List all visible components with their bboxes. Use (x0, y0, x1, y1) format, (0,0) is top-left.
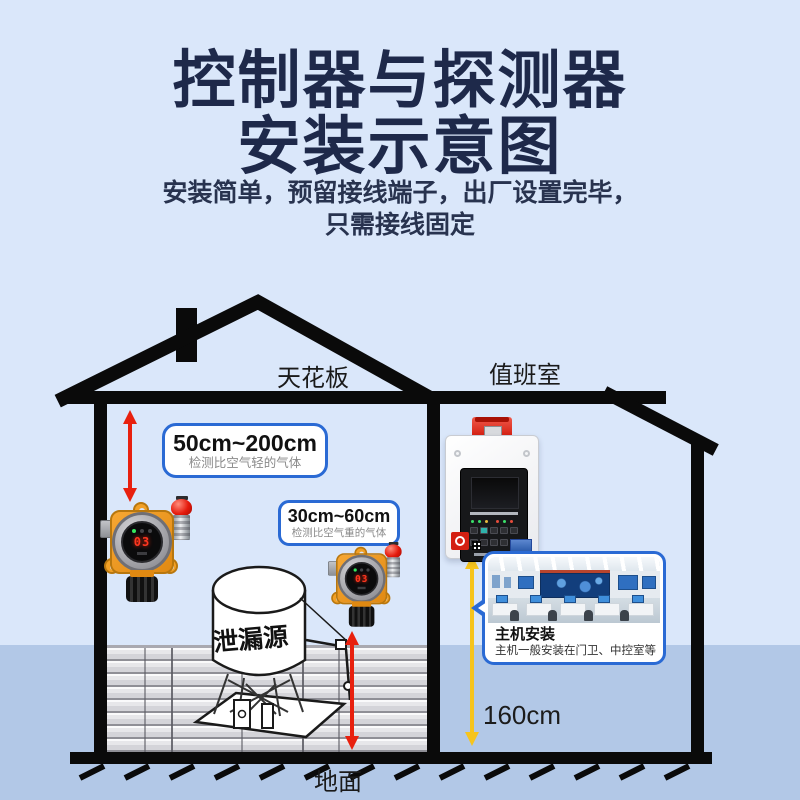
controller-enclosure (445, 435, 539, 562)
control-room-photo (488, 557, 660, 623)
photo-chair (584, 610, 593, 621)
button-row (470, 527, 520, 535)
ground-label: 地面 (314, 769, 362, 796)
host-install-desc: 主机一般安装在门卫、中控室等 (495, 645, 656, 657)
photo-chair (548, 610, 557, 621)
indicator-leds (471, 520, 519, 524)
hanger-ear (454, 450, 461, 457)
light-gas-desc: 检测比空气轻的气体 (188, 456, 302, 470)
page-title-line1: 控制器与探测器 (172, 46, 628, 116)
detector-display: 03 (344, 562, 379, 596)
left-wall (94, 398, 107, 752)
ceiling-label: 天花板 (277, 365, 349, 392)
status-led-icon (353, 568, 370, 572)
page-subtitle-line1: 安装简单，预留接线端子，出厂设置完毕， (162, 179, 638, 207)
page-subtitle-line2: 只需接线固定 (324, 211, 475, 239)
detector-reading: 03 (133, 535, 151, 549)
arrow-ceiling-distance (123, 410, 137, 502)
right-wall (691, 437, 704, 753)
arrow-controller-height (465, 555, 479, 746)
arrow-floor-distance (345, 631, 359, 750)
gas-detector-low: 03 (328, 542, 411, 638)
photo-monitor (564, 595, 576, 603)
photo-monitor (598, 595, 610, 603)
alarm-beacon-icon (382, 542, 403, 579)
heavy-gas-desc: 检测比空气重的气体 (291, 527, 387, 539)
leak-source-label: 泄漏源 (212, 622, 290, 658)
detector-button (357, 586, 366, 590)
photo-led-banner (540, 570, 610, 573)
gas-detector-high: 03 (100, 496, 204, 616)
photo-chair (510, 610, 519, 621)
light-gas-callout: 50cm~200cm 检测比空气轻的气体 (162, 423, 328, 478)
photo-desk (560, 603, 586, 616)
photo-desk (526, 603, 552, 616)
callout-pointer-icon (478, 602, 487, 614)
photo-side-screen (618, 575, 638, 590)
photo-monitor (530, 595, 542, 603)
ground-hatching (78, 763, 691, 781)
alarm-controller (445, 417, 539, 562)
status-led-icon (132, 529, 152, 533)
hanger-ear (523, 450, 530, 457)
photo-side-screen (642, 576, 656, 589)
photo-poster (504, 577, 511, 588)
photo-main-screen (540, 573, 610, 598)
leak-source-tank (192, 565, 353, 739)
photo-chair (620, 610, 629, 621)
controller-screen (471, 477, 519, 509)
photo-monitor (496, 595, 508, 603)
sensor-head (126, 570, 158, 602)
middle-wall (427, 398, 440, 752)
photo-desk (594, 603, 620, 616)
height-measurement-label: 160cm (483, 700, 562, 730)
sensor-head (348, 601, 375, 627)
host-install-title: 主机安装 (495, 626, 556, 643)
alarm-beacon-icon (168, 496, 194, 542)
heavy-gas-range: 30cm~60cm (287, 506, 391, 526)
detector-reading: 03 (355, 573, 369, 585)
qr-code-icon (472, 541, 481, 550)
heavy-gas-callout: 30cm~60cm 检测比空气重的气体 (278, 500, 400, 546)
ground-line (70, 752, 712, 764)
warning-sticker (451, 532, 469, 550)
photo-ceiling (488, 557, 660, 571)
detector-display: 03 (121, 521, 163, 563)
host-install-callout: 主机安装 主机一般安装在门卫、中控室等 (471, 551, 666, 665)
photo-monitor (632, 595, 644, 603)
detector-bezel: 03 (337, 554, 386, 603)
detector-bezel: 03 (112, 512, 172, 572)
photo-poster (492, 575, 500, 588)
ceiling-line (66, 391, 666, 404)
gable-roof (54, 294, 442, 409)
panel-title-text (470, 512, 518, 515)
photo-side-screen (518, 576, 534, 589)
detector-button (137, 552, 147, 555)
light-gas-range: 50cm~200cm (173, 430, 317, 456)
page-title-line2: 安装示意图 (237, 112, 563, 182)
duty-room-label: 值班室 (489, 362, 561, 389)
photo-desk (628, 603, 654, 616)
